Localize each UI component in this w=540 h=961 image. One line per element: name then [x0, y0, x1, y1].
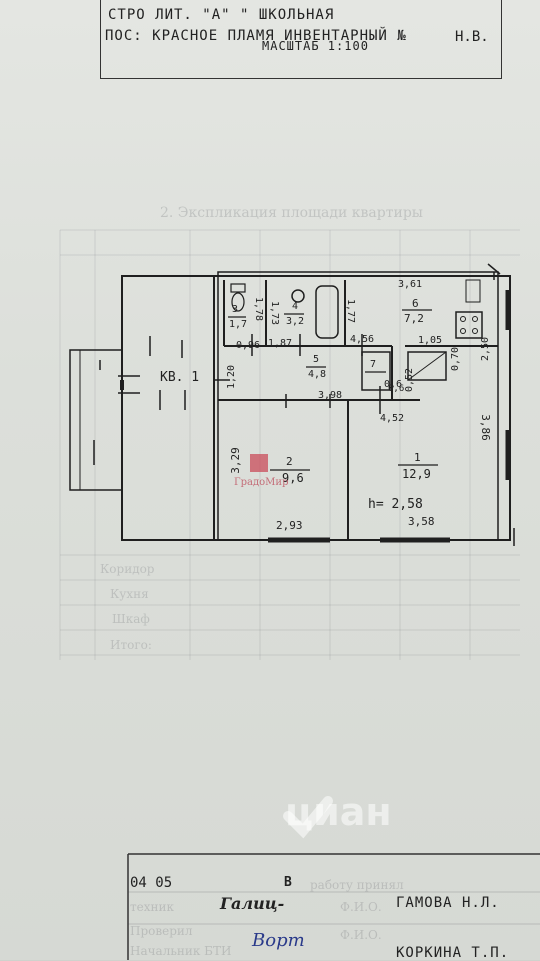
chief-name: КОРКИНА Т.П.: [396, 945, 510, 961]
dim-2-50: 2,50: [480, 336, 492, 362]
header-line-1: СТРО ЛИТ. "А" " ШКОЛЬНАЯ: [108, 7, 335, 23]
room-2-number: 2: [286, 455, 293, 468]
fio-1: Ф.И.О.: [340, 900, 382, 914]
toilet-bowl: [231, 292, 245, 312]
toilet-tank: [230, 283, 246, 293]
tech-signature: Галиц-: [220, 894, 285, 913]
room-1-area: 12,9: [402, 467, 431, 481]
closet: [361, 351, 391, 391]
dim-1-20: 1,20: [226, 364, 238, 390]
room-6-area: 7,2: [404, 312, 424, 325]
dim-1-78: 1,78: [253, 296, 265, 322]
check-label: Проверил: [130, 924, 193, 938]
header-initials: Н.В.: [455, 29, 489, 45]
dim-4-52: 4,52: [380, 413, 405, 424]
chief-label: Начальник БТИ: [130, 944, 232, 958]
room-4-area: 3,2: [286, 316, 305, 327]
annex-wall: [69, 349, 122, 491]
floor-plan: КВ. 1 h= 2,58 1 12,9 2 9,6 3 1,7 4 3,2 5…: [0, 250, 540, 580]
chief-signature: Ворт: [252, 930, 305, 951]
dim-3-86: 3,86: [478, 414, 492, 441]
faint-row-total: Итого:: [110, 638, 152, 652]
dim-3-61: 3,61: [398, 279, 423, 290]
header-scale: МАСШТАБ 1:100: [262, 39, 369, 53]
room-7-number: 7: [370, 359, 377, 370]
faint-section-title: 2. Экспликация площади квартиры: [160, 205, 423, 221]
washbasin: [291, 289, 305, 303]
room-5-area: 4,8: [308, 369, 327, 380]
dim-3-98: 3,98: [318, 390, 343, 401]
dim-2-93: 2,93: [276, 519, 303, 532]
logo-icon: [250, 454, 268, 472]
letter-b: В: [284, 875, 292, 890]
tech-label: техник: [130, 900, 175, 914]
signature-box: [127, 853, 540, 960]
signature-block: 04 05 В работу принял техник Галиц- Ф.И.…: [100, 852, 540, 960]
dim-0-52: 0,52: [404, 367, 416, 393]
hob: [455, 311, 483, 339]
dim-0-70: 0,70: [450, 346, 462, 372]
kitchen-sink: [465, 279, 481, 303]
tech-name: ГАМОВА Н.Л.: [396, 895, 500, 911]
dim-1-73: 1,73: [269, 300, 281, 326]
header-line-2: ПОС: КРАСНОЕ ПЛАМЯ ИНВЕНТАРНЫЙ №: [105, 28, 407, 44]
bathtub: [315, 285, 339, 339]
logo-stamp: ГрадоМир: [232, 454, 312, 494]
dim-0-96: 0,96: [236, 340, 261, 351]
dim-4-56: 4,56: [350, 334, 375, 345]
dim-0-6: 0,6: [388, 384, 405, 394]
faint-row-corridor: Коридор: [100, 562, 155, 576]
room-3-area: 1,7: [229, 319, 248, 330]
dim-1-05: 1,05: [418, 335, 443, 346]
stove: [407, 351, 447, 381]
room-1-number: 1: [414, 451, 421, 464]
watermark-icon: [283, 796, 333, 839]
dim-3-58: 3,58: [408, 515, 435, 528]
apartment-label: КВ. 1: [160, 370, 200, 385]
dim-1-87: 1,87: [268, 338, 293, 349]
printed-accepted: работу принял: [310, 878, 404, 892]
room-5-number: 5: [313, 354, 320, 365]
room-2-area: 9,6: [282, 471, 304, 485]
logo-text: ГрадоМир: [234, 477, 289, 488]
faint-row-closet: Шкаф: [112, 612, 150, 626]
faint-table-grid: [59, 229, 520, 660]
date-text: 04 05: [130, 875, 173, 891]
room-3-number: 3: [232, 304, 239, 315]
room-6-number: 6: [412, 297, 419, 310]
floor-plan-drawing: [69, 263, 515, 546]
ceiling-height: h= 2,58: [368, 497, 423, 512]
room-4-number: 4: [292, 301, 299, 312]
room-7-area: 0,6: [384, 379, 403, 390]
title-stamp: [100, 0, 502, 79]
inner-wall: [217, 271, 499, 541]
dim-1-77: 1,77: [345, 298, 357, 324]
faint-row-kitchen: Кухня: [110, 587, 149, 601]
fio-2: Ф.И.О.: [340, 928, 382, 942]
